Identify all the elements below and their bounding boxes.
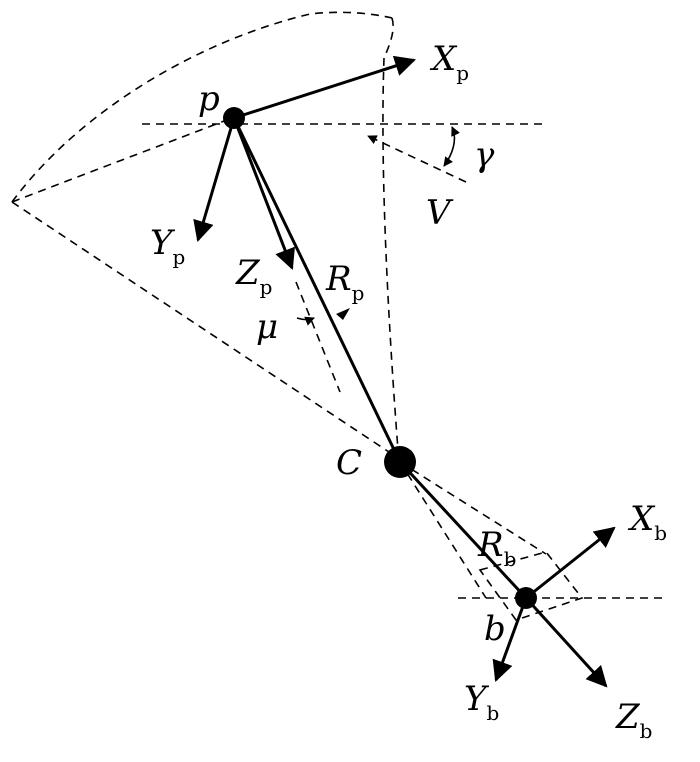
label-zb: Zb: [615, 697, 652, 743]
xb-axis: [525, 526, 616, 600]
yb-axis: [492, 597, 528, 682]
label-p: p: [198, 79, 220, 119]
zp-dashed-extension: [295, 281, 341, 393]
label-zp: Zp: [235, 253, 272, 299]
point-b: [515, 587, 537, 609]
velocity-line: [367, 135, 467, 183]
label-yp: Yp: [150, 223, 185, 269]
payload-dashed-box: [399, 461, 668, 621]
zb-axis: [524, 596, 608, 688]
mu-angle-arc: [296, 316, 315, 326]
rp-marker: [336, 308, 350, 320]
tether-pc: [232, 117, 402, 463]
label-c: C: [336, 443, 362, 483]
label-xb: Xb: [627, 499, 667, 545]
label-yb: Yb: [464, 679, 499, 725]
zp-axis: [232, 117, 295, 270]
xp-axis: [233, 55, 416, 120]
label-gamma: γ: [474, 135, 495, 175]
point-c: [384, 446, 416, 478]
label-xp: Xp: [429, 39, 469, 85]
label-rb: Rb: [477, 525, 516, 571]
gamma-angle-arc: [443, 126, 460, 167]
yp-axis: [193, 117, 236, 243]
label-v: V: [426, 193, 454, 233]
label-mu: μ: [256, 307, 278, 347]
point-p: [223, 107, 245, 129]
tether-cb: [398, 460, 528, 600]
canopy-outline: [11, 11, 399, 459]
label-b: b: [484, 609, 506, 649]
label-rp: Rp: [325, 259, 364, 305]
